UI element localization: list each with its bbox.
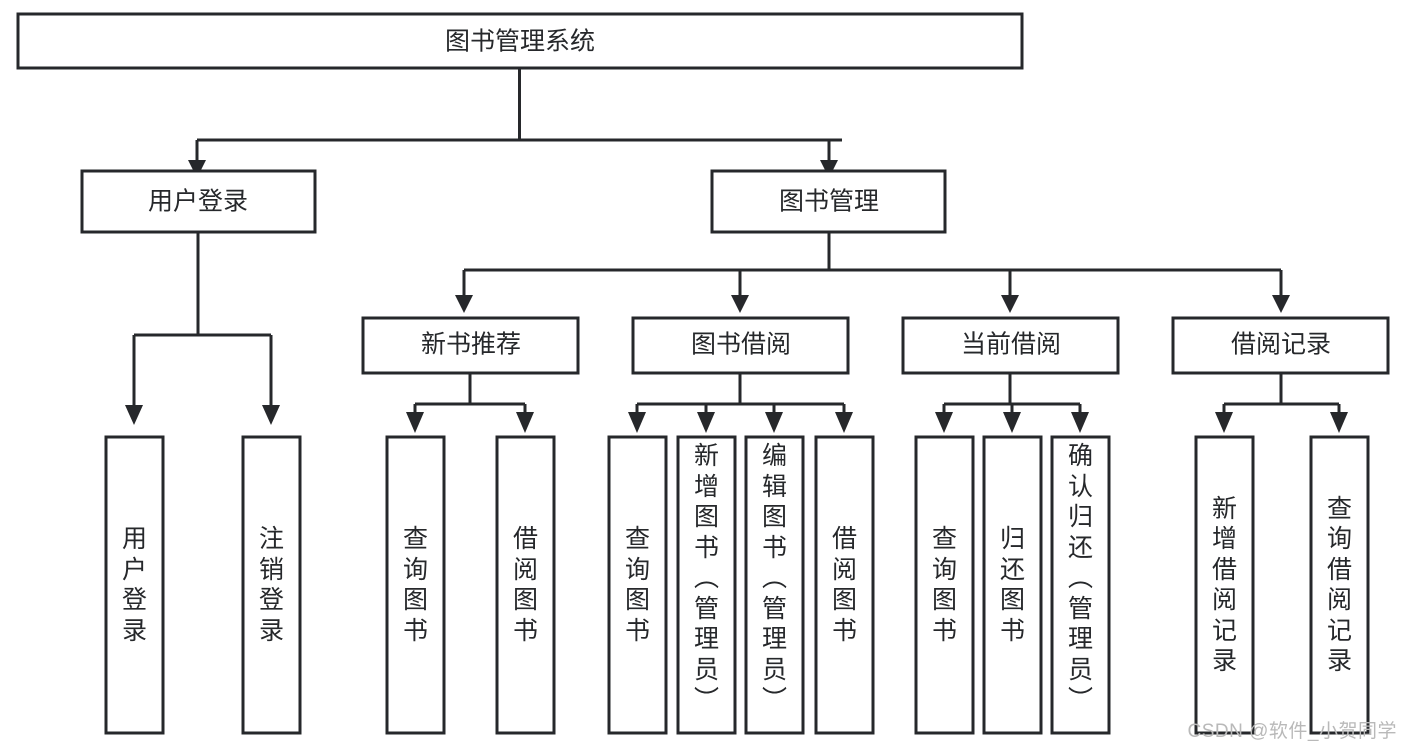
arrowhead-borrow-record-leaf1	[1215, 412, 1233, 433]
leaf-box-new-book-1[interactable]	[385, 435, 446, 735]
connector-group	[132, 68, 1341, 412]
arrowhead-user-login	[188, 160, 206, 178]
node-borrow-record[interactable]: 借阅记录	[1171, 316, 1390, 375]
leaf-group-current-borrow	[914, 435, 1111, 735]
leaf-box-borrow-record-1[interactable]	[1194, 435, 1255, 735]
node-new-book-recommend[interactable]: 新书推荐	[361, 316, 580, 375]
leaf-box-book-borrow-1[interactable]	[607, 435, 668, 735]
node-new-book-recommend-box[interactable]	[361, 316, 580, 375]
node-current-borrow-box[interactable]	[901, 316, 1120, 375]
node-borrow-record-box[interactable]	[1171, 316, 1390, 375]
leaf-box-current-borrow-3[interactable]	[1050, 435, 1111, 735]
node-current-borrow[interactable]: 当前借阅	[901, 316, 1120, 375]
leaf-box-current-borrow-1[interactable]	[914, 435, 975, 735]
arrowhead-group	[125, 160, 1348, 433]
arrowhead-current-borrow-leaf3	[1071, 412, 1089, 433]
arrowhead-user-login-leaf1	[125, 405, 143, 425]
node-book-borrow-label: 图书借阅	[691, 331, 791, 359]
arrowhead-current-borrow	[1001, 295, 1019, 313]
arrowhead-book-manage	[820, 160, 838, 178]
node-book-borrow[interactable]: 图书借阅	[631, 316, 850, 375]
leaf-group-new-book-recommend	[385, 435, 556, 735]
leaf-box-borrow-record-2[interactable]	[1309, 435, 1370, 735]
node-user-login-box[interactable]	[80, 169, 317, 234]
node-new-book-recommend-label: 新书推荐	[421, 331, 521, 359]
node-root[interactable]: 图书管理系统	[16, 12, 1024, 70]
arrowhead-borrow-record-leaf2	[1330, 412, 1348, 433]
arrowhead-current-borrow-leaf1	[935, 412, 953, 433]
arrowhead-new-book-leaf1	[406, 412, 424, 433]
csdn-watermark: CSDN @软件_小贺同学	[1187, 721, 1397, 742]
node-book-manage-label: 图书管理	[779, 188, 879, 216]
leaf-box-user-login-1[interactable]	[104, 435, 165, 735]
leaf-group-book-borrow	[607, 435, 875, 735]
arrowhead-new-book-leaf2	[516, 412, 534, 433]
leaf-group-borrow-record	[1194, 435, 1370, 735]
node-book-borrow-box[interactable]	[631, 316, 850, 375]
arrowhead-book-borrow-leaf4	[835, 412, 853, 433]
leaf-box-book-borrow-4[interactable]	[814, 435, 875, 735]
arrowhead-borrow-record	[1272, 295, 1290, 313]
leaf-box-current-borrow-2[interactable]	[982, 435, 1043, 735]
arrowhead-book-borrow-leaf3	[765, 412, 783, 433]
arrowhead-book-borrow	[731, 295, 749, 313]
node-borrow-record-label: 借阅记录	[1231, 331, 1331, 359]
leaf-box-user-login-2[interactable]	[241, 435, 302, 735]
arrowhead-user-login-leaf2	[262, 405, 280, 425]
node-root-box[interactable]	[16, 12, 1024, 70]
leaf-group-user-login	[104, 435, 302, 735]
leaf-box-book-borrow-3[interactable]	[744, 435, 805, 735]
node-book-manage[interactable]: 图书管理	[710, 169, 947, 234]
leaf-box-book-borrow-2[interactable]	[676, 435, 737, 735]
arrowhead-new-book	[455, 295, 473, 313]
node-book-manage-box[interactable]	[710, 169, 947, 234]
leaf-box-new-book-2[interactable]	[495, 435, 556, 735]
arrowhead-book-borrow-leaf2	[697, 412, 715, 433]
arrowhead-book-borrow-leaf1	[628, 412, 646, 433]
node-root-label: 图书管理系统	[445, 28, 595, 56]
node-current-borrow-label: 当前借阅	[961, 331, 1061, 359]
arrowhead-current-borrow-leaf2	[1003, 412, 1021, 433]
node-user-login[interactable]: 用户登录	[80, 169, 317, 234]
node-user-login-label: 用户登录	[148, 188, 248, 216]
